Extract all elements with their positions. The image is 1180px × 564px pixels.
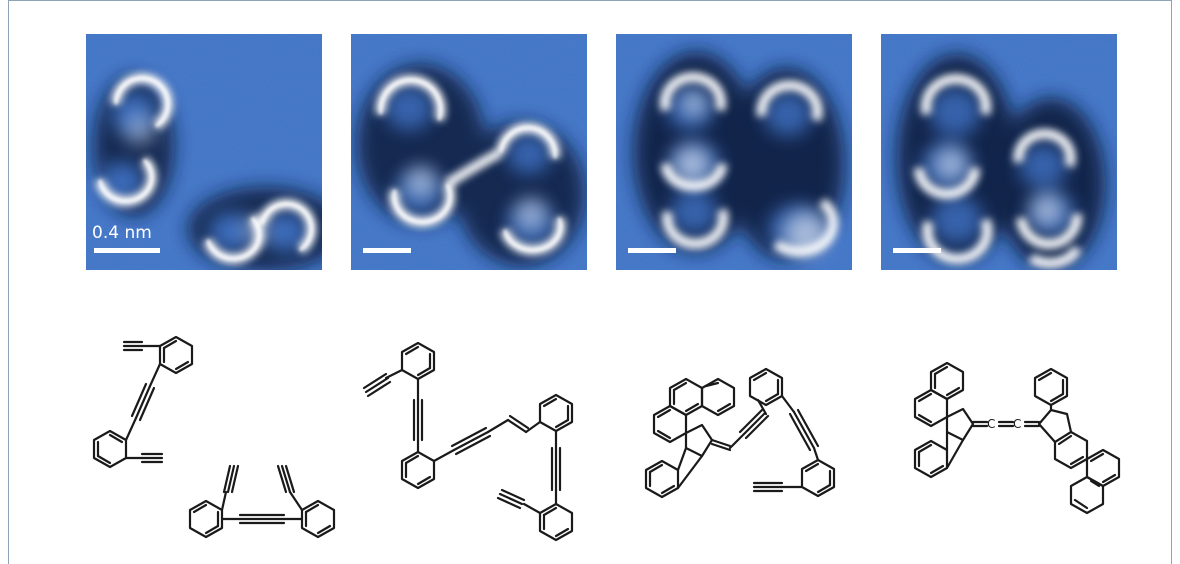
scale-bar (94, 248, 160, 253)
scale-bar (363, 248, 411, 253)
afm-image-panel-2 (351, 34, 587, 270)
scale-bar (893, 248, 941, 253)
structure-3 (630, 300, 920, 564)
afm-image-panel-3 (616, 34, 852, 270)
scale-bar-label: 0.4 nm (92, 223, 152, 243)
scale-bar (628, 248, 676, 253)
allene-carbon-label-1: C (987, 417, 995, 431)
allene-carbon-label-2: C (1013, 417, 1021, 431)
structure-4: C C (895, 300, 1180, 564)
afm-image-panel-4 (881, 34, 1117, 270)
figure-frame (8, 0, 1172, 564)
structure-1 (80, 300, 370, 564)
structure-2 (350, 300, 640, 564)
afm-image-panel-1: 0.4 nm (86, 34, 322, 270)
